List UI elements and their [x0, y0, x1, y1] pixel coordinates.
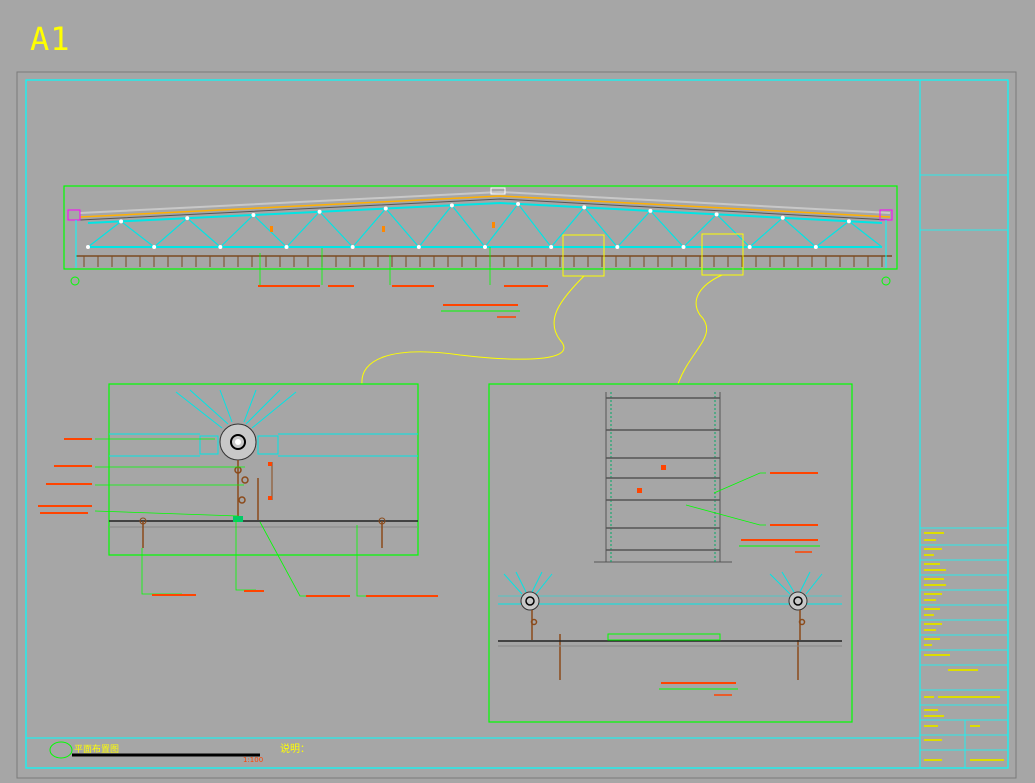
roof-profile-orange [79, 195, 891, 218]
elevation-leaders [259, 247, 491, 285]
truss-web-member [716, 213, 751, 248]
truss-node [218, 245, 223, 249]
hanger-rod-icon [234, 460, 259, 520]
plan-scale: 1:100 [243, 756, 263, 764]
truss-node [383, 206, 388, 211]
truss-web-member [418, 204, 453, 248]
ridge-vent [490, 187, 506, 195]
left-detail-leaders [94, 438, 400, 597]
left-support [67, 209, 81, 221]
truss-web-member [87, 220, 122, 248]
truss-node [185, 216, 190, 221]
truss-web-member [550, 207, 585, 248]
truss-web [86, 201, 883, 249]
right-detail-border [488, 383, 853, 723]
truss-web-member [186, 217, 221, 248]
sheet-outer-border [16, 71, 1017, 779]
detail-leader-left [361, 275, 585, 385]
truss-web-member [749, 217, 784, 248]
truss-top-chord [87, 201, 883, 224]
truss-node [449, 203, 454, 208]
truss-node [747, 245, 752, 249]
runner-ladder [594, 392, 732, 563]
truss-web-member [252, 214, 287, 248]
truss-node [251, 212, 256, 217]
sheet-size-label: A1 [30, 20, 71, 58]
truss-node [846, 219, 851, 224]
left-detail-annotation-marks [38, 438, 438, 597]
truss-node [483, 245, 487, 249]
hanger-node-detail [38, 383, 438, 597]
truss-web-member [683, 213, 718, 248]
truss-node [317, 209, 322, 214]
ceiling-hangers [83, 256, 883, 267]
truss-node [119, 219, 124, 224]
bolt-ball-node-icon [788, 591, 808, 611]
truss-web-member [517, 203, 552, 248]
sheet-frame [25, 79, 1009, 769]
truss-elevation [63, 185, 898, 318]
truss-node [86, 245, 90, 249]
plan-title-block: 平面布置图 1:100 说明： [49, 741, 310, 764]
truss-web-member [153, 217, 188, 248]
section-title-mark [659, 682, 738, 696]
truss-web-member [848, 220, 883, 248]
truss-node [780, 215, 785, 220]
truss-web-member [319, 211, 354, 248]
bolt-ball-node-icon [520, 591, 540, 611]
truss-node [350, 245, 355, 249]
truss-node [549, 245, 554, 249]
axis-bubble-icon [70, 276, 80, 286]
right-detail-annotation-marks [770, 472, 818, 526]
right-support [879, 209, 893, 221]
truss-web-member [120, 220, 155, 248]
plan-title: 平面布置图 [74, 743, 119, 755]
title-block-text-marks [924, 532, 1004, 761]
truss-web-member [451, 204, 486, 248]
dimension-ticks [270, 222, 495, 232]
truss-node [714, 212, 719, 217]
truss-node [648, 208, 653, 213]
roof-profile-gray [79, 190, 891, 214]
elevation-title-mark [441, 304, 520, 318]
axis-bubble-icon [881, 276, 891, 286]
truss-node [152, 245, 157, 249]
runner-plan-title-mark [739, 539, 820, 553]
hanger-rod-icon [530, 610, 806, 680]
truss-node [284, 245, 289, 249]
ladder-rungs [606, 397, 720, 551]
truss-web-member [649, 210, 684, 248]
roof-profile-dark [79, 198, 891, 221]
truss-web-member [583, 207, 618, 248]
truss-web-member [815, 220, 850, 248]
truss-web-member [385, 208, 420, 248]
truss-web-member [352, 208, 387, 248]
left-detail-border [108, 383, 419, 556]
truss-node [615, 245, 620, 249]
detail-callout-right [701, 233, 744, 276]
truss-web-member [616, 210, 651, 248]
truss-web-member [219, 214, 254, 248]
truss-web-member [484, 203, 519, 248]
detail-leader-right [677, 274, 723, 385]
truss-web-member [782, 217, 817, 248]
truss-node [516, 201, 521, 206]
elevation-border [63, 185, 898, 270]
plan-title-bubble [49, 741, 73, 759]
truss-node [813, 245, 818, 249]
truss-web-member [286, 211, 321, 248]
truss-node [681, 245, 686, 249]
truss-node [582, 205, 587, 210]
truss-node [416, 245, 421, 249]
notes-label: 说明： [280, 742, 310, 755]
title-block [920, 174, 1008, 768]
runner-plan-detail [488, 383, 853, 723]
